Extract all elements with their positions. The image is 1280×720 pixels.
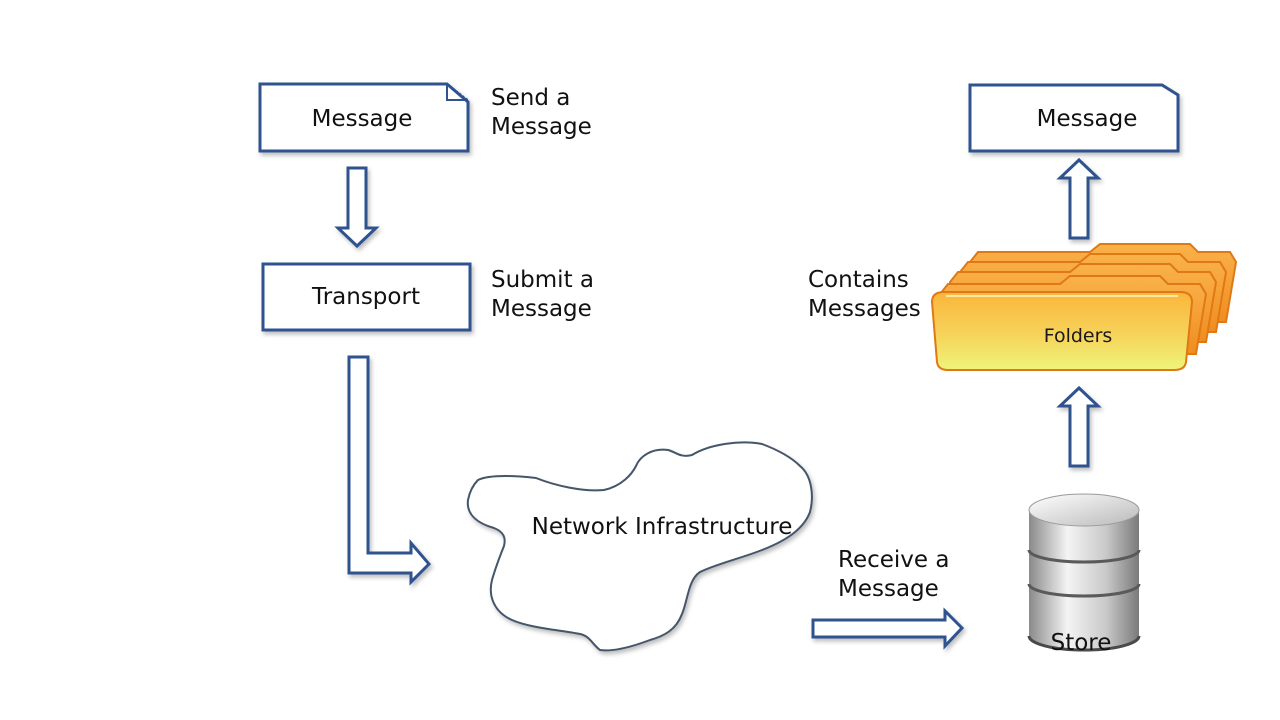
- receive-caption-line1: Receive a: [838, 547, 950, 573]
- submit-caption: Submit a Message: [491, 266, 594, 324]
- submit-caption-line2: Message: [491, 296, 592, 322]
- up-arrow-icon: [1056, 385, 1102, 468]
- network-cloud-icon: [466, 441, 813, 652]
- bent-arrow-icon: [347, 355, 432, 586]
- contains-caption: Contains Messages: [808, 266, 921, 324]
- network-label: Network Infrastructure: [532, 514, 793, 540]
- contains-caption-line2: Messages: [808, 296, 921, 322]
- send-caption: Send a Message: [491, 84, 592, 142]
- receive-caption-line2: Message: [838, 576, 939, 602]
- right-arrow-icon: [811, 607, 965, 650]
- database-icon: [1027, 493, 1141, 652]
- receive-caption: Receive a Message: [838, 546, 949, 604]
- store-label: Store: [1051, 630, 1112, 656]
- submit-caption-line1: Submit a: [491, 267, 594, 293]
- up-arrow-icon: [1056, 157, 1102, 240]
- send-message-box-label: Message: [312, 106, 413, 132]
- folder-stack-icon: [930, 243, 1238, 371]
- transport-box: [261, 262, 472, 332]
- folders-label: Folders: [1044, 325, 1113, 347]
- send-caption-line2: Message: [491, 114, 592, 140]
- contains-caption-line1: Contains: [808, 267, 909, 293]
- received-message-box: [968, 83, 1180, 153]
- down-arrow-icon: [334, 166, 380, 249]
- transport-box-label: Transport: [311, 284, 420, 310]
- received-message-box-label: Message: [1037, 106, 1138, 132]
- send-message-box: [258, 82, 470, 153]
- send-caption-line1: Send a: [491, 85, 571, 111]
